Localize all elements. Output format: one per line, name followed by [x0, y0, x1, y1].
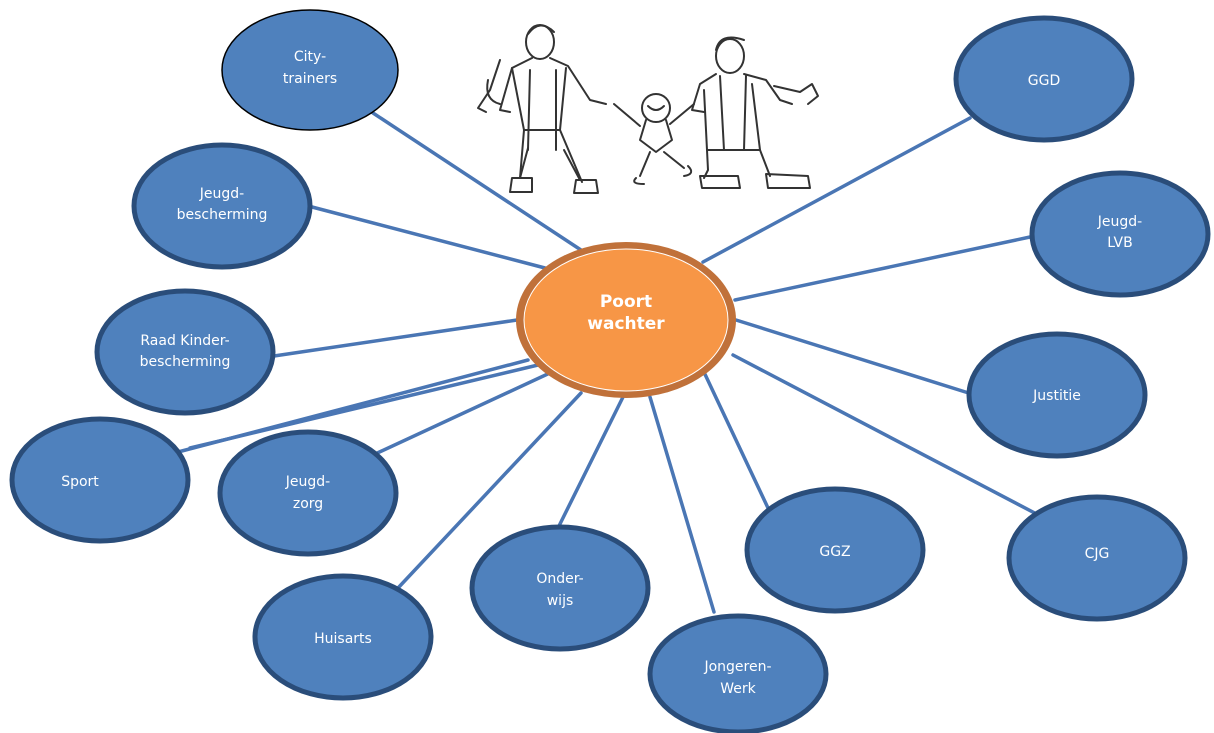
node-label-raad-kinderbescherming-1: Raad Kinder-: [140, 333, 229, 349]
connector-raad-kinderbescherming: [272, 318, 519, 358]
connector-sport-2: [188, 363, 540, 450]
node-label-jongerenwerk-2: Werk: [720, 681, 756, 697]
node-label-jongerenwerk-1: Jongeren-: [703, 659, 771, 675]
node-label-city-trainers-2: trainers: [283, 71, 337, 87]
connector-jeugd-lvb: [733, 235, 1032, 302]
node-jeugdbescherming: Jeugd- bescherming: [131, 142, 313, 270]
node-ggz: GGZ: [744, 486, 926, 614]
node-label-onderwijs-2: wijs: [547, 593, 574, 609]
connector-justitie: [734, 318, 977, 397]
connector-jeugdzorg: [371, 370, 554, 457]
node-label-jeugdzorg-1: Jeugd-: [285, 474, 330, 490]
node-ggd: GGD: [953, 15, 1135, 143]
node-label-jeugd-lvb-2: LVB: [1107, 235, 1132, 251]
family-walking-icon: [477, 24, 819, 194]
node-city-trainers: City- trainers: [221, 9, 399, 131]
connector-cjg: [731, 353, 1050, 522]
node-label-huisarts: Huisarts: [314, 631, 372, 647]
node-label-onderwijs-1: Onder-: [536, 571, 583, 587]
node-label-jeugdbescherming-2: bescherming: [177, 207, 268, 223]
node-huisarts: Huisarts: [252, 573, 434, 701]
center-label-line1: Poort: [600, 292, 652, 312]
connector-onderwijs: [555, 395, 625, 532]
connector-jongerenwerk: [648, 395, 716, 614]
node-sport: Sport: [9, 416, 191, 544]
node-jongerenwerk: Jongeren- Werk: [647, 613, 829, 733]
center-node-poortwachter: Poort wachter: [516, 242, 736, 398]
node-label-city-trainers-1: City-: [294, 49, 326, 65]
node-jeugd-lvb: Jeugd- LVB: [1029, 170, 1211, 298]
center-circle: [523, 248, 729, 392]
node-onderwijs: Onder- wijs: [469, 524, 651, 652]
nodes: City- trainers Jeugd- bescherming Raad K…: [9, 9, 1211, 733]
connector-city-trainers: [371, 111, 586, 254]
node-label-raad-kinderbescherming-2: bescherming: [140, 354, 231, 370]
node-label-jeugdzorg-2: zorg: [293, 496, 323, 512]
node-label-ggd: GGD: [1028, 73, 1060, 89]
node-label-sport: Sport: [61, 474, 99, 490]
connector-ggz: [701, 368, 770, 510]
node-label-justitie: Justitie: [1032, 388, 1081, 404]
node-label-jeugdbescherming-1: Jeugd-: [199, 186, 244, 202]
node-jeugdzorg: Jeugd- zorg: [217, 429, 399, 557]
connector-ggd: [701, 116, 972, 264]
node-label-ggz: GGZ: [819, 544, 850, 560]
node-label-jeugd-lvb-1: Jeugd-: [1097, 214, 1142, 230]
node-raad-kinderbescherming: Raad Kinder- bescherming: [94, 288, 276, 416]
connector-jeugdbescherming: [310, 205, 547, 270]
node-cjg: CJG: [1006, 494, 1188, 622]
node-label-cjg: CJG: [1085, 546, 1110, 562]
connector-huisarts: [396, 391, 583, 590]
center-label-line2: wachter: [587, 314, 665, 334]
node-justitie: Justitie: [966, 331, 1148, 459]
connectors: [176, 111, 1050, 614]
